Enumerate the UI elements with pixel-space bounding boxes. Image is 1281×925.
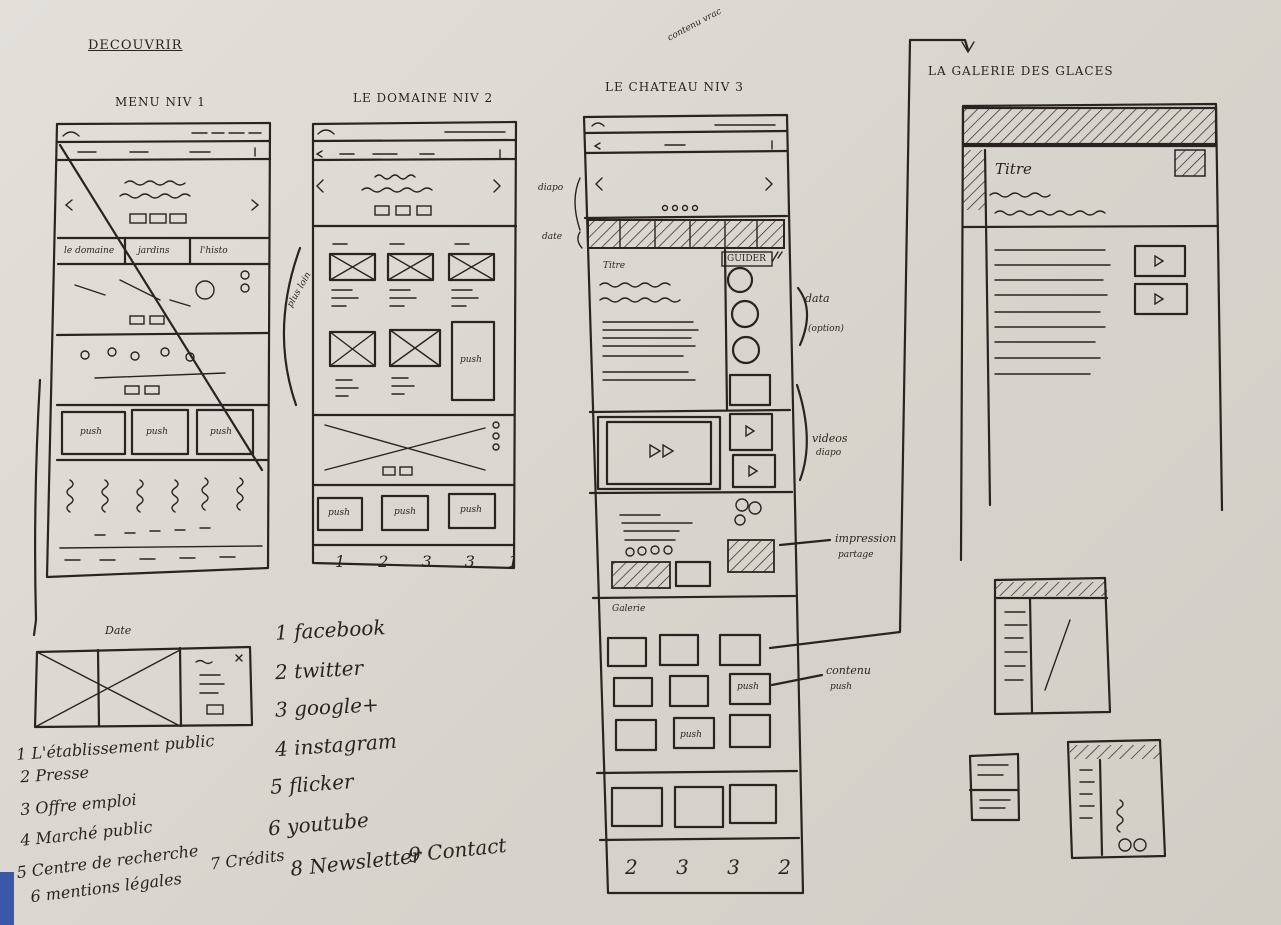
chateau-guider-button[interactable]: GUIDER (727, 254, 766, 264)
chateau-screen (574, 38, 975, 895)
chateau-content-title: Titre (603, 261, 626, 271)
menu-screen (32, 121, 272, 637)
note-data-sub: (option) (808, 324, 844, 334)
chateau-footer: 2 3 3 2 (625, 855, 807, 879)
social-link-2[interactable]: 2 twitter (274, 655, 364, 685)
galerie-title: Titre (995, 160, 1032, 178)
menu-push-2: push (146, 427, 168, 437)
domaine-push-tall: push (460, 355, 482, 365)
mobile-thumbnails (968, 576, 1167, 860)
footer-detail-label: Date (105, 624, 132, 637)
domaine-screen-label: LE DOMAINE NIV 2 (353, 91, 494, 105)
chateau-push-2: push (737, 682, 759, 692)
note-videos-sub: diapo (816, 448, 842, 458)
menu-push-3: push (210, 427, 232, 437)
note-data: data (805, 292, 830, 305)
note-contenu-sub: push (830, 682, 852, 692)
chateau-galerie-label: Galerie (612, 604, 646, 614)
chateau-screen-label: LE CHATEAU NIV 3 (605, 80, 744, 94)
blue-edge-mark (0, 872, 14, 925)
page-title: DECOUVRIR (88, 38, 183, 53)
chateau-push-1: push (680, 730, 702, 740)
galerie-screen (959, 102, 1224, 562)
note-contenu: contenu (826, 664, 871, 677)
domaine-screen (282, 120, 518, 570)
domaine-push-3: push (460, 505, 482, 515)
menu-tab-2: jardins (138, 246, 170, 256)
menu-screen-label: MENU NIV 1 (115, 95, 206, 109)
domaine-footer: 1 2 3 3 1 (335, 552, 533, 571)
chateau-side-note-date: date (542, 232, 563, 242)
menu-tab-3: l'histo (200, 246, 228, 256)
domaine-push-2: push (394, 507, 416, 517)
note-impression-sub: partage (838, 550, 874, 560)
menu-push-1: push (80, 427, 102, 437)
menu-tab-1: le domaine (64, 246, 115, 256)
footer-detail (33, 645, 254, 729)
note-videos: videos (812, 432, 848, 445)
note-impression: impression (835, 532, 897, 545)
chateau-side-note-diapo: diapo (538, 183, 564, 193)
domaine-push-1: push (328, 508, 350, 518)
galerie-screen-label: LA GALERIE DES GLACES (928, 64, 1114, 78)
